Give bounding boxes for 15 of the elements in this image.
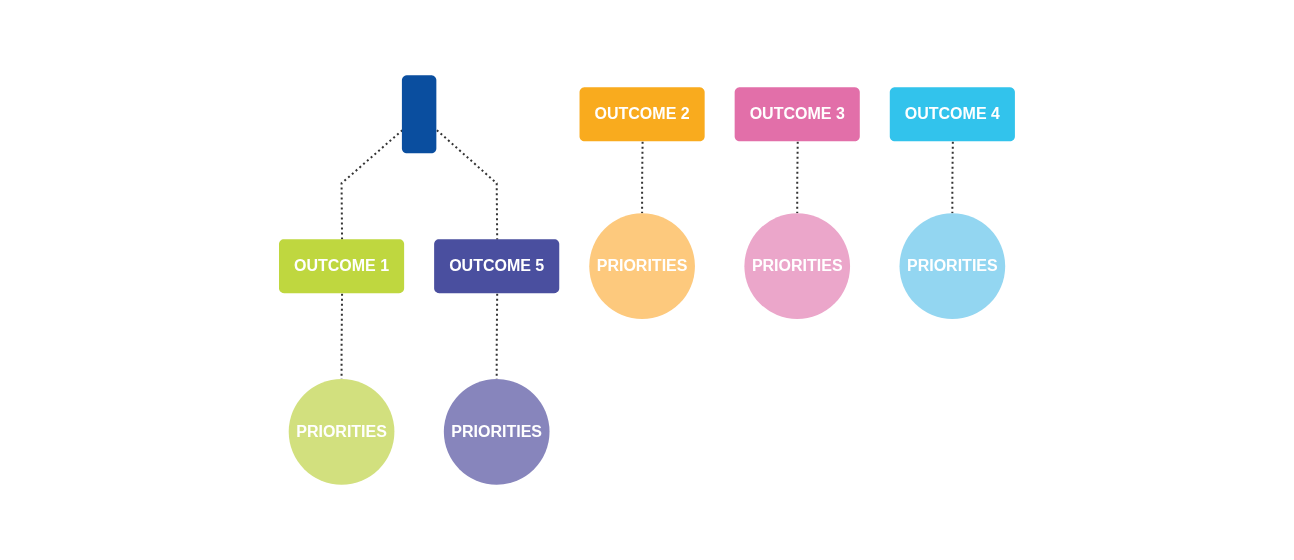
node-circle: PRIORITIES xyxy=(443,379,550,485)
connector xyxy=(435,129,499,241)
connector xyxy=(796,140,799,215)
node-box xyxy=(401,75,437,154)
node-circle: PRIORITIES xyxy=(744,213,851,319)
node-box: OUTCOME 1 xyxy=(279,239,405,294)
node-box: OUTCOME 2 xyxy=(579,87,705,142)
node-circle: PRIORITIES xyxy=(899,213,1006,319)
connector xyxy=(951,140,954,215)
node-circle: PRIORITIES xyxy=(589,213,695,319)
connector xyxy=(641,140,644,215)
node-box: OUTCOME 3 xyxy=(734,87,860,142)
node-circle: PRIORITIES xyxy=(288,379,395,485)
node-box: OUTCOME 4 xyxy=(889,87,1015,142)
node-box: OUTCOME 5 xyxy=(434,239,560,294)
